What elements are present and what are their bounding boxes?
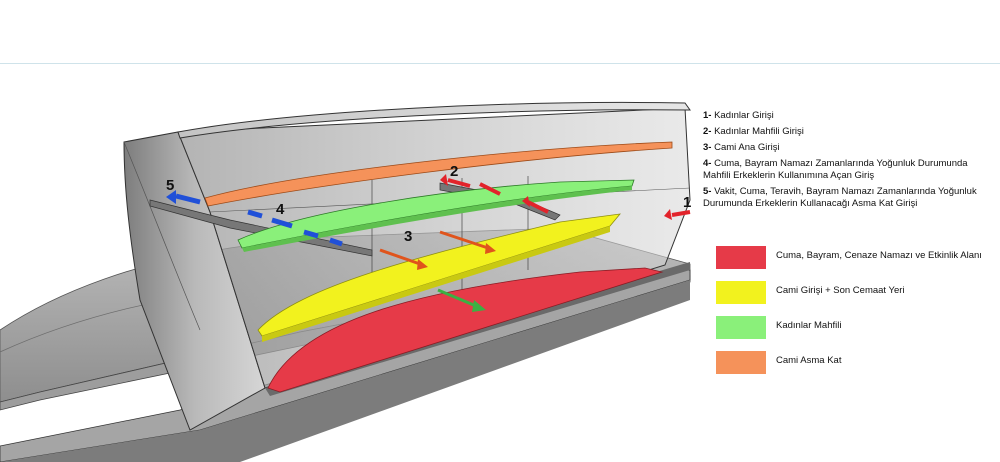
color-legend: Cuma, Bayram, Cenaze Namazı ve Etkinlik … [716, 246, 996, 386]
key-text: Kadınlar Girişi [714, 110, 774, 121]
legend-label: Cami Girişi + Son Cemaat Yeri [776, 285, 905, 296]
key-number: 2- [703, 126, 712, 137]
floor-orange-mezzanine [204, 141, 673, 207]
marker-2: 2 [450, 163, 458, 180]
marker-1: 1 [683, 194, 691, 211]
roof-slab [177, 101, 691, 139]
floor-red-area [267, 267, 664, 393]
key-item: 1- Kadınlar Girişi [703, 110, 993, 122]
key-item: 3- Cami Ana Girişi [703, 142, 993, 154]
legend-row: Cami Girişi + Son Cemaat Yeri [716, 281, 996, 309]
key-number: 1- [703, 110, 712, 121]
legend-label: Cuma, Bayram, Cenaze Namazı ve Etkinlik … [776, 250, 982, 261]
key-number: 4- [703, 158, 712, 169]
legend-label: Cami Asma Kat [776, 355, 842, 366]
numbered-key: 1- Kadınlar Girişi 2- Kadınlar Mahfili G… [703, 110, 993, 214]
entrance-arrows [166, 174, 691, 312]
key-text: Cuma, Bayram Namazı Zamanlarında Yoğunlu… [703, 158, 968, 181]
marker-3: 3 [404, 228, 412, 245]
key-number: 5- [703, 186, 712, 197]
key-text: Vakit, Cuma, Teravih, Bayram Namazı Zama… [703, 186, 977, 209]
legend-row: Kadınlar Mahfili [716, 316, 996, 344]
legend-swatch [716, 316, 766, 339]
key-text: Cami Ana Girişi [714, 142, 780, 153]
floor-yellow-area [257, 213, 621, 342]
key-text: Kadınlar Mahfili Girişi [714, 126, 804, 137]
key-item: 4- Cuma, Bayram Namazı Zamanlarında Yoğu… [703, 158, 993, 182]
marker-5: 5 [166, 177, 174, 194]
legend-row: Cuma, Bayram, Cenaze Namazı ve Etkinlik … [716, 246, 996, 274]
key-item: 2- Kadınlar Mahfili Girişi [703, 126, 993, 138]
marker-4: 4 [276, 201, 285, 218]
floor-green-mezzanine [237, 179, 635, 252]
legend-row: Cami Asma Kat [716, 351, 996, 379]
legend-swatch [716, 246, 766, 269]
legend-swatch [716, 351, 766, 374]
key-number: 3- [703, 142, 712, 153]
legend-swatch [716, 281, 766, 304]
header-divider [0, 63, 1000, 64]
legend-label: Kadınlar Mahfili [776, 320, 842, 331]
key-item: 5- Vakit, Cuma, Teravih, Bayram Namazı Z… [703, 186, 993, 210]
